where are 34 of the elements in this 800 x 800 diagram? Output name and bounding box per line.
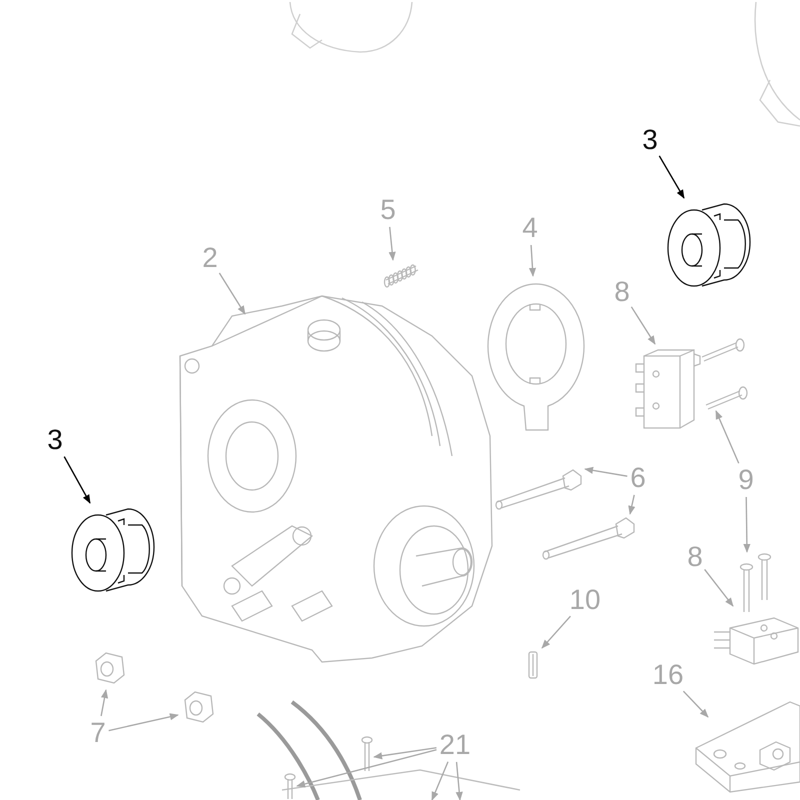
leader-arrow	[704, 569, 734, 607]
callout-number: 16	[652, 661, 684, 689]
leader-arrow	[743, 497, 750, 553]
leader-arrow	[373, 747, 437, 760]
leader-arrow	[628, 494, 636, 515]
leader-arrow	[64, 456, 91, 504]
leader-arrow	[108, 713, 179, 732]
leader-arrow	[218, 272, 246, 315]
leader-arrow	[658, 156, 685, 199]
leader-arrow	[388, 226, 396, 261]
leader-arrow	[584, 466, 628, 477]
callout-number: 3	[47, 426, 63, 454]
callout-number: 3	[642, 126, 658, 154]
callout-number: 2	[202, 244, 218, 272]
leader-arrow	[541, 616, 571, 649]
callout-number: 10	[569, 586, 601, 614]
leader-arrow	[456, 762, 463, 800]
callout-number: 7	[90, 719, 106, 747]
callout-number: 8	[687, 543, 703, 571]
callout-number: 8	[614, 278, 630, 306]
callout-number: 4	[522, 214, 538, 242]
callout-number: 6	[630, 464, 646, 492]
callout-number: 5	[380, 196, 396, 224]
screw-drawing	[360, 736, 374, 772]
leader-arrow	[682, 690, 709, 718]
leader-arrow	[100, 689, 108, 716]
callout-number: 9	[738, 466, 754, 494]
leader-arrow	[630, 306, 656, 345]
leader-arrow	[715, 410, 740, 464]
callout-number: 21	[439, 731, 471, 759]
screw-drawing	[283, 773, 297, 800]
leader-arrow	[528, 244, 536, 277]
leader-arrow	[431, 762, 449, 800]
leader-arrow	[296, 749, 437, 788]
